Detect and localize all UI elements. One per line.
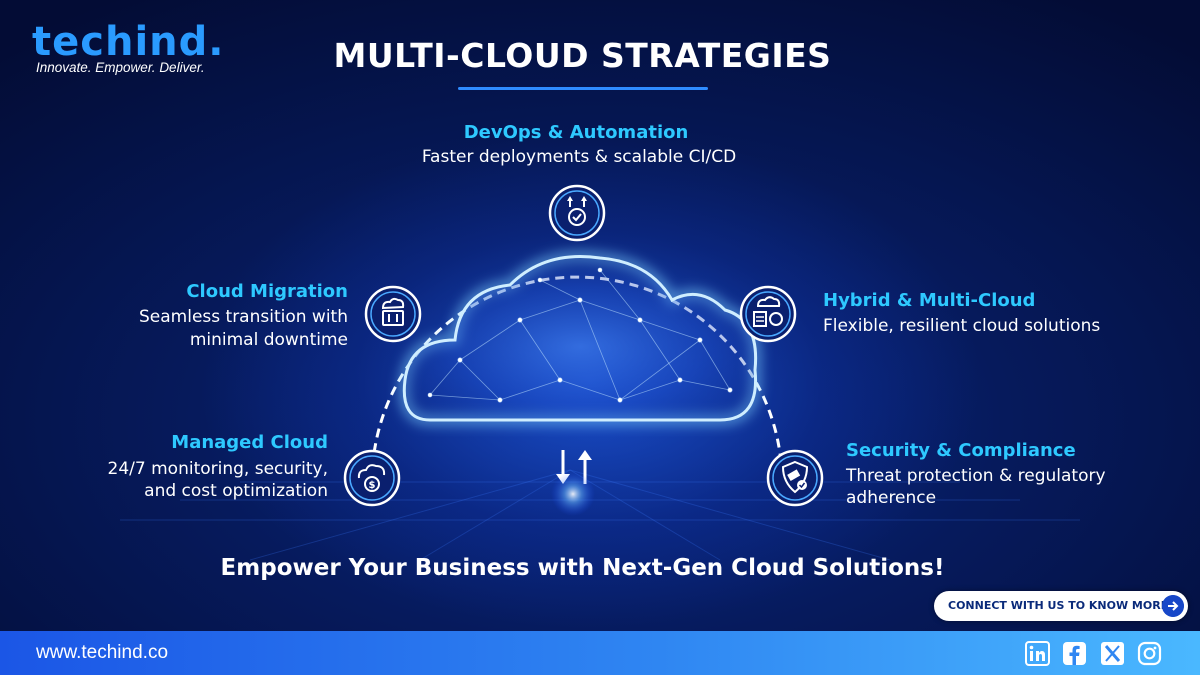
linkedin-icon[interactable] bbox=[1025, 641, 1050, 666]
hybrid-title: Hybrid & Multi-Cloud bbox=[823, 290, 1036, 311]
title-underline bbox=[458, 87, 708, 90]
devops-desc: Faster deployments & scalable CI/CD bbox=[421, 147, 737, 167]
svg-text:$: $ bbox=[369, 480, 376, 491]
hybrid-desc: Flexible, resilient cloud solutions bbox=[823, 316, 1101, 336]
managed-cloud-icon: $ bbox=[343, 449, 401, 507]
managed-desc-line2: and cost optimization bbox=[144, 481, 328, 501]
devops-automation-icon bbox=[548, 184, 606, 242]
hybrid-multicloud-icon bbox=[739, 285, 797, 343]
cloud-migration-icon bbox=[364, 285, 422, 343]
footer-bar: www.techind.co bbox=[0, 631, 1200, 675]
x-icon[interactable] bbox=[1100, 641, 1125, 666]
security-compliance-icon bbox=[766, 449, 824, 507]
managed-title: Managed Cloud bbox=[171, 432, 328, 453]
page-title: MULTI-CLOUD STRATEGIES bbox=[333, 36, 832, 75]
instagram-icon[interactable] bbox=[1137, 641, 1162, 666]
migration-desc-line1: Seamless transition with bbox=[139, 307, 348, 327]
cta-label: CONNECT WITH US TO KNOW MORE! bbox=[948, 599, 1174, 612]
bottom-tagline: Empower Your Business with Next-Gen Clou… bbox=[220, 555, 945, 581]
migration-title: Cloud Migration bbox=[186, 281, 348, 302]
security-title: Security & Compliance bbox=[846, 440, 1076, 461]
arrow-right-icon bbox=[1162, 595, 1184, 617]
brand-logo: techind. bbox=[32, 19, 225, 65]
migration-desc-line2: minimal downtime bbox=[189, 330, 348, 350]
managed-desc-line1: 24/7 monitoring, security, bbox=[107, 459, 328, 479]
security-desc-line1: Threat protection & regulatory bbox=[846, 466, 1106, 486]
brand-tagline: Innovate. Empower. Deliver. bbox=[36, 60, 205, 75]
facebook-icon[interactable] bbox=[1062, 641, 1087, 666]
connect-cta-button[interactable]: CONNECT WITH US TO KNOW MORE! bbox=[934, 591, 1188, 621]
security-desc-line2: adherence bbox=[846, 488, 937, 508]
devops-title: DevOps & Automation bbox=[463, 122, 689, 143]
website-link[interactable]: www.techind.co bbox=[36, 642, 169, 663]
